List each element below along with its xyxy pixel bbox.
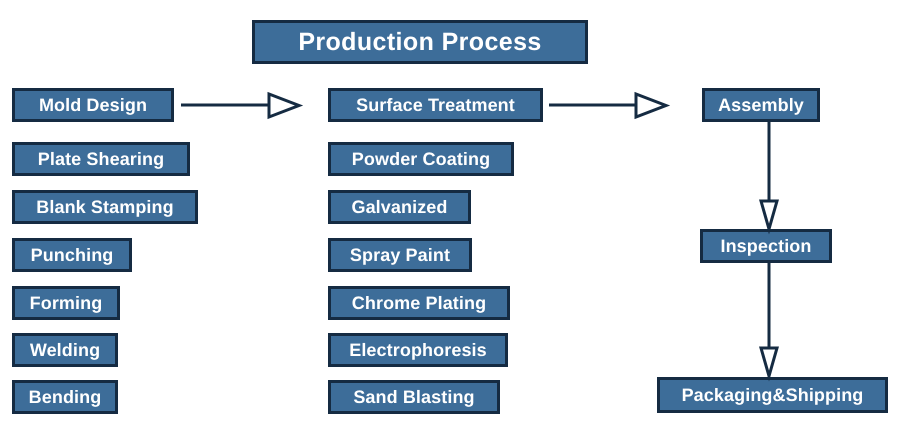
node-bending[interactable]: Bending bbox=[12, 380, 118, 414]
page-title: Production Process bbox=[298, 27, 542, 56]
node-label: Packaging&Shipping bbox=[681, 385, 864, 405]
node-label: Surface Treatment bbox=[356, 95, 515, 115]
arrowhead-right-icon bbox=[267, 91, 304, 120]
arrow-mold-design-to-surface-treatment bbox=[181, 91, 304, 120]
arrowhead-down-icon bbox=[759, 346, 779, 382]
node-label: Plate Shearing bbox=[37, 149, 165, 169]
node-mold-design[interactable]: Mold Design bbox=[12, 88, 174, 122]
node-label: Galvanized bbox=[351, 197, 448, 217]
node-plate-shearing[interactable]: Plate Shearing bbox=[12, 142, 190, 176]
node-inspection[interactable]: Inspection bbox=[700, 229, 832, 263]
arrow-assembly-to-inspection bbox=[759, 122, 779, 235]
node-welding[interactable]: Welding bbox=[12, 333, 118, 367]
node-label: Assembly bbox=[718, 95, 804, 115]
node-powder-coating[interactable]: Powder Coating bbox=[328, 142, 514, 176]
node-sand-blasting[interactable]: Sand Blasting bbox=[328, 380, 500, 414]
arrow-surface-treatment-to-assembly bbox=[549, 91, 671, 120]
node-label: Electrophoresis bbox=[349, 340, 487, 360]
arrowhead-down-icon bbox=[759, 199, 779, 235]
node-chrome-plating[interactable]: Chrome Plating bbox=[328, 286, 510, 320]
node-galvanized[interactable]: Galvanized bbox=[328, 190, 471, 224]
arrow-inspection-to-packaging bbox=[759, 263, 779, 382]
node-spray-paint[interactable]: Spray Paint bbox=[328, 238, 472, 272]
node-blank-stamping[interactable]: Blank Stamping bbox=[12, 190, 198, 224]
node-label: Mold Design bbox=[38, 95, 148, 115]
node-assembly[interactable]: Assembly bbox=[702, 88, 820, 122]
node-label: Punching bbox=[30, 245, 114, 265]
node-label: Spray Paint bbox=[349, 245, 451, 265]
node-punching[interactable]: Punching bbox=[12, 238, 132, 272]
node-label: Chrome Plating bbox=[351, 293, 487, 313]
node-electrophoresis[interactable]: Electrophoresis bbox=[328, 333, 508, 367]
node-packaging-shipping[interactable]: Packaging&Shipping bbox=[657, 377, 888, 413]
arrowhead-right-icon bbox=[634, 91, 671, 120]
node-label: Forming bbox=[29, 293, 103, 313]
node-label: Powder Coating bbox=[351, 149, 491, 169]
node-label: Sand Blasting bbox=[353, 387, 475, 407]
node-label: Blank Stamping bbox=[36, 197, 174, 217]
node-label: Welding bbox=[29, 340, 101, 360]
node-surface-treatment[interactable]: Surface Treatment bbox=[328, 88, 543, 122]
node-label: Bending bbox=[28, 387, 102, 407]
node-forming[interactable]: Forming bbox=[12, 286, 120, 320]
diagram-title-box: Production Process bbox=[252, 20, 588, 64]
node-label: Inspection bbox=[720, 236, 812, 256]
